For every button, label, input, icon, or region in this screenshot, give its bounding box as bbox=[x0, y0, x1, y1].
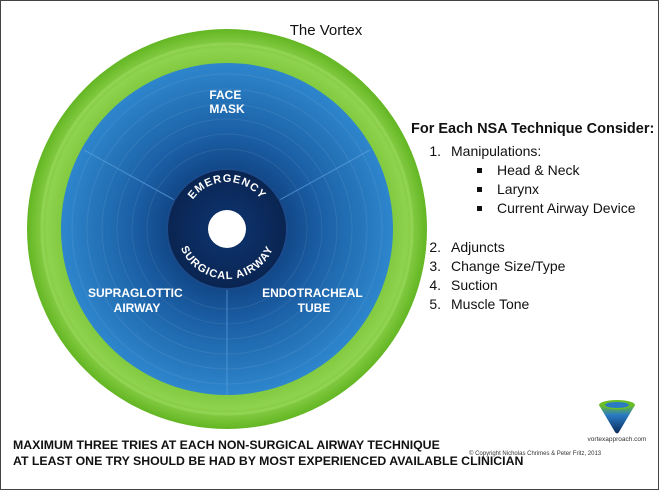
list-text: Adjuncts bbox=[451, 239, 505, 255]
panel-heading: For Each NSA Technique Consider: bbox=[411, 121, 655, 137]
list-item: 1. Manipulations: bbox=[411, 142, 656, 161]
list-text: Muscle Tone bbox=[451, 296, 530, 312]
square-bullet-icon bbox=[477, 206, 482, 211]
list-number: 5. bbox=[429, 296, 441, 312]
sub-list-text: Larynx bbox=[497, 181, 540, 197]
sub-list-item: Larynx bbox=[411, 180, 656, 199]
center-disc-edge bbox=[166, 168, 288, 290]
sub-list-item: Current Airway Device bbox=[411, 199, 656, 218]
segment-label-endotracheal-tube: ENDOTRACHEAL TUBE bbox=[262, 286, 366, 315]
copyright-text: © Copyright Nicholas Chrimes & Peter Fri… bbox=[469, 451, 602, 457]
list-text: Suction bbox=[451, 277, 498, 293]
logo-url-text: vortexapproach.com bbox=[587, 436, 647, 443]
center-hole bbox=[208, 210, 246, 248]
list-number: 4. bbox=[429, 277, 441, 293]
list-item: 2. Adjuncts bbox=[411, 238, 656, 257]
segment-label-face-mask: FACE MASK bbox=[209, 88, 245, 116]
diagram-title: The Vortex bbox=[289, 22, 363, 39]
sub-list-item: Head & Neck bbox=[411, 161, 656, 180]
list-text: Manipulations: bbox=[451, 143, 542, 159]
list-item: 4. Suction bbox=[411, 276, 656, 295]
green-ring-highlight bbox=[40, 42, 414, 416]
sub-list-text: Head & Neck bbox=[497, 162, 580, 178]
list-number: 1. bbox=[429, 143, 441, 159]
funnel-icon bbox=[599, 400, 635, 434]
vortex-logo: vortexapproach.com bbox=[577, 396, 657, 446]
footer-line-1: MAXIMUM THREE TRIES AT EACH NON-SURGICAL… bbox=[13, 438, 440, 452]
footer-line-2: AT LEAST ONE TRY SHOULD BE HAD BY MOST E… bbox=[13, 454, 524, 468]
list-text: Change Size/Type bbox=[451, 258, 566, 274]
square-bullet-icon bbox=[477, 168, 482, 173]
list-item: 3. Change Size/Type bbox=[411, 257, 656, 276]
square-bullet-icon bbox=[477, 187, 482, 192]
technique-considerations-panel: For Each NSA Technique Consider: 1. Mani… bbox=[411, 121, 656, 314]
list-number: 2. bbox=[429, 239, 441, 255]
sub-list-text: Current Airway Device bbox=[497, 200, 636, 216]
list-item: 5. Muscle Tone bbox=[411, 295, 656, 314]
segment-label-supraglottic-airway: SUPRAGLOTTIC AIRWAY bbox=[88, 286, 186, 315]
footer-rules: MAXIMUM THREE TRIES AT EACH NON-SURGICAL… bbox=[13, 437, 523, 469]
list-number: 3. bbox=[429, 258, 441, 274]
